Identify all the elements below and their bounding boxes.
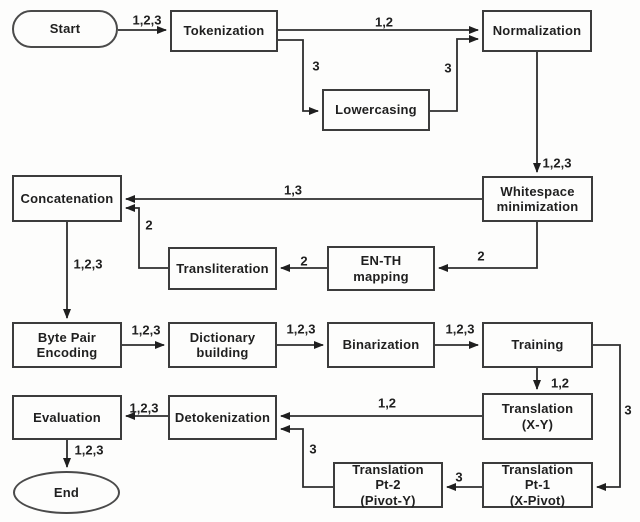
edge-label-10: 1,2,3: [131, 322, 161, 338]
node-evaluation: Evaluation: [12, 395, 122, 440]
edge-label-2: 3: [312, 58, 320, 74]
edge-label-6: 2: [477, 248, 485, 264]
node-concatenation: Concatenation: [12, 175, 122, 222]
flow-whitespace-to-en-th: [438, 222, 538, 272]
edge-label-5: 1,3: [283, 182, 303, 198]
node-start: Start: [12, 10, 118, 48]
edge-label-19: 1,2,3: [74, 442, 104, 458]
flow-lowercasing-to-normalization: [430, 35, 479, 112]
node-tokenization-label: Tokenization: [183, 23, 265, 39]
edge-label-4: 1,2,3: [542, 155, 572, 171]
node-translation-pt-2-label: (Pivot-Y): [360, 492, 416, 508]
edge-label-13: 1,2: [550, 375, 570, 391]
flow-translation-pt2-to-detokenization: [280, 425, 333, 488]
node-transliteration: Transliteration: [168, 247, 277, 290]
edge-label-3: 3: [444, 60, 452, 76]
node-translation-pt-1-label: (X-Pivot): [509, 492, 566, 508]
flow-tokenization-to-lowercasing: [278, 39, 319, 115]
node-binarization-label: Binarization: [342, 337, 420, 353]
flow-transliteration-to-concatenation: [125, 204, 168, 269]
edge-label-14: 3: [624, 402, 632, 418]
flow-training-to-translation-pt1: [593, 344, 621, 491]
node-detokenization-label: Detokenization: [174, 409, 271, 425]
node-detokenization: Detokenization: [168, 395, 277, 440]
node-dictionary-building-label: building: [196, 345, 249, 360]
node-binarization: Binarization: [327, 322, 435, 368]
edge-label-8: 2: [145, 217, 153, 233]
edge-label-9: 1,2,3: [73, 256, 103, 272]
edge-label-17: 3: [309, 441, 317, 457]
edge-label-18: 3: [455, 469, 463, 485]
edge-label-15: 1,2: [377, 395, 397, 411]
node-end: End: [13, 471, 120, 514]
node-translation-x-y-label: (X-Y): [521, 416, 554, 432]
node-transliteration-label: Transliteration: [176, 260, 269, 276]
node-lowercasing: Lowercasing: [322, 89, 430, 131]
edge-label-16: 1,2,3: [129, 400, 159, 416]
edge-label-11: 1,2,3: [286, 321, 316, 337]
edge-label-7: 2: [300, 253, 308, 269]
node-normalization-label: Normalization: [492, 23, 582, 39]
node-translation-x-y-label: Translation: [501, 401, 574, 417]
node-translation-pt-2-label: Translation: [352, 462, 424, 478]
node-translation-pt-1-label: Translation: [501, 462, 574, 478]
node-concatenation-label: Concatenation: [20, 190, 114, 206]
node-translation-pt-2-label: Pt-2: [375, 477, 401, 493]
node-translation-x-y: Translation(X-Y): [482, 393, 593, 440]
node-tokenization: Tokenization: [170, 10, 278, 52]
edge-label-1: 1,2: [374, 14, 394, 30]
node-translation-pt-1-label: Pt-1: [524, 477, 551, 493]
node-training: Training: [482, 322, 593, 368]
node-whitespace-minimization-label: minimization: [496, 199, 579, 214]
node-start-label: Start: [49, 21, 81, 37]
node-byte-pair-encoding-label: Byte Pair: [37, 329, 97, 345]
node-training-label: Training: [511, 337, 564, 353]
node-en-th-mapping-label: mapping: [353, 268, 409, 284]
node-evaluation-label: Evaluation: [33, 409, 101, 425]
node-whitespace-minimization-label: Whitespace: [500, 183, 575, 199]
node-normalization: Normalization: [482, 10, 592, 52]
node-byte-pair-encoding-label: Encoding: [36, 345, 98, 360]
node-end-label: End: [53, 484, 80, 500]
node-en-th-mapping-label: EN-TH: [360, 253, 402, 269]
node-dictionary-building-label: Dictionary: [189, 329, 256, 345]
node-lowercasing-label: Lowercasing: [335, 102, 417, 118]
edge-label-0: 1,2,3: [132, 12, 162, 28]
edge-label-12: 1,2,3: [445, 321, 475, 337]
